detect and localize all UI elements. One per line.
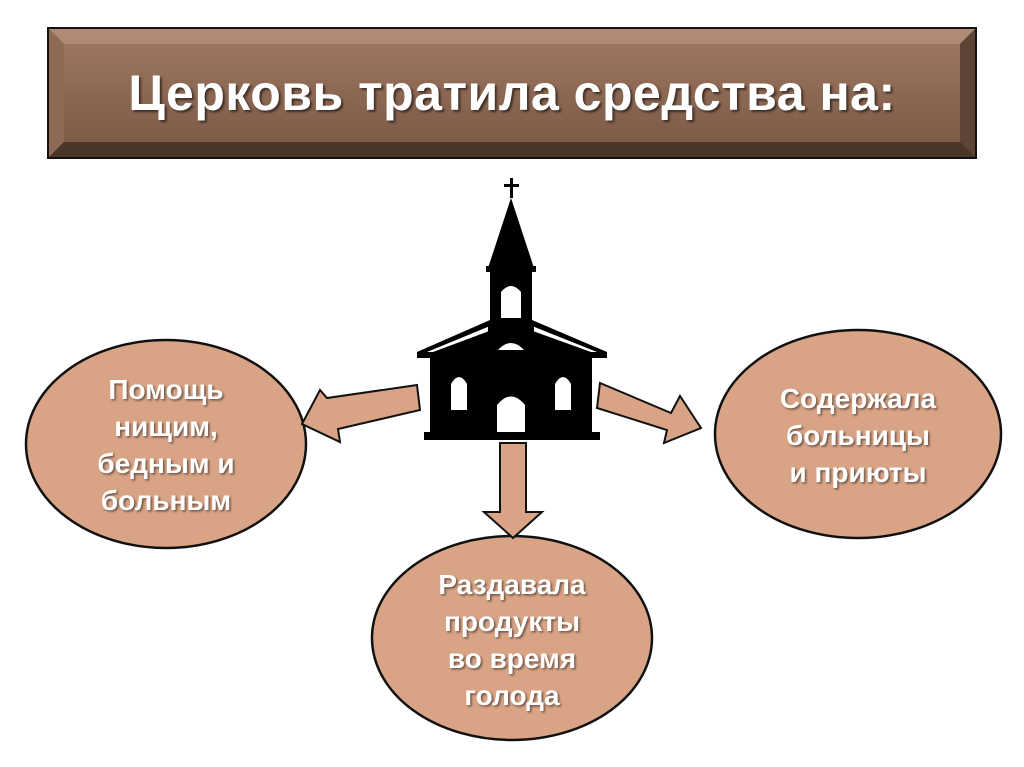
left-bubble-line-4: больным (100, 485, 232, 516)
bottom-bubble-line-3: во время (447, 643, 577, 674)
left-bubble-line-1: Помощь (108, 374, 224, 405)
church-icon (417, 178, 607, 440)
title-frame (47, 27, 977, 159)
bottom-bubble-text: Раздавала продукты во время голода (376, 558, 648, 722)
left-bubble-line-3: бедным и (97, 448, 235, 479)
right-bubble-line-1: Содержала (779, 382, 937, 414)
arrow-left (300, 383, 422, 444)
right-bubble (713, 328, 1003, 540)
left-bubble (24, 338, 308, 550)
arrow-down (481, 442, 545, 540)
right-bubble-line-3: и приюты (789, 456, 927, 488)
left-bubble-text: Помощь нищим, бедным и больным (30, 360, 302, 530)
bottom-bubble-line-2: продукты (443, 606, 581, 637)
bottom-bubble-line-1: Раздавала (438, 569, 586, 600)
left-bubble-line-2: нищим, (114, 411, 218, 442)
page-title: Церковь тратила средства на: (128, 65, 896, 121)
bottom-bubble-line-4: голода (464, 680, 560, 711)
right-bubble-line-2: больницы (786, 419, 930, 451)
right-bubble-text: Содержала больницы и приюты (720, 365, 996, 505)
arrow-right (595, 381, 703, 445)
